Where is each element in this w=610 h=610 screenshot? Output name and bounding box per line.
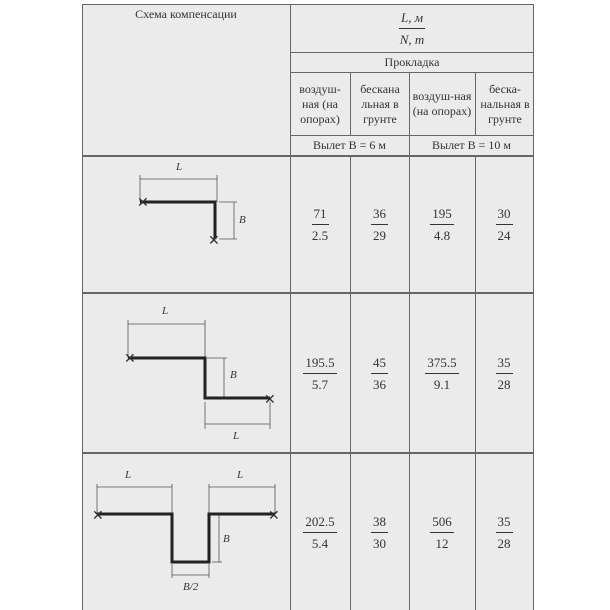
- svg-text:✕: ✕: [137, 196, 149, 211]
- z-shaped-compensator-diagram: ✕ ✕ L B L: [124, 305, 276, 442]
- length-value: 36: [371, 206, 388, 225]
- svg-text:B: B: [230, 369, 237, 381]
- column-header: бескана льная в грунте: [360, 81, 400, 126]
- weight-value: 36: [373, 376, 386, 392]
- svg-text:L: L: [124, 469, 131, 481]
- length-value: 195: [430, 206, 454, 225]
- column-header: воздуш-ная (на опорах): [299, 81, 341, 126]
- weight-value: 24: [497, 228, 511, 243]
- weight-value: 30: [373, 535, 386, 551]
- svg-text:L: L: [236, 469, 243, 481]
- weight-value: 5.4: [311, 535, 329, 551]
- svg-text:B: B: [239, 214, 246, 226]
- weight-value: 9.1: [433, 376, 451, 392]
- scheme-header: Схема компенсации: [135, 6, 237, 21]
- column-header: воздуш-ная (на опорах): [412, 89, 472, 118]
- length-value: 35: [495, 514, 513, 533]
- weight-value: 12: [435, 535, 449, 551]
- u-shaped-compensator-diagram: ✕ ✕ L L B B/2: [92, 469, 280, 593]
- length-value: 375.5: [425, 355, 459, 374]
- l-shaped-compensator-diagram: ✕ ✕ L B: [137, 161, 246, 249]
- value-cell: 375.5 9.1: [409, 294, 475, 452]
- length-value: 195.5: [303, 355, 337, 374]
- outreach-10: Вылет B = 10 м: [432, 137, 511, 152]
- svg-text:L: L: [175, 161, 182, 173]
- weight-value: 2.5: [311, 228, 329, 243]
- length-value: 38: [371, 514, 388, 533]
- length-value: 30: [495, 206, 513, 225]
- weight-value: 5.7: [311, 376, 329, 392]
- svg-text:✕: ✕: [208, 234, 220, 249]
- svg-text:✕: ✕: [124, 352, 136, 367]
- length-value: 71: [311, 206, 329, 225]
- svg-text:✕: ✕: [92, 509, 104, 524]
- weight-value: 29: [373, 228, 386, 243]
- laying-header: Прокладка: [384, 54, 440, 69]
- weight-value: 28: [497, 535, 511, 551]
- column-header: беска-нальная в грунте: [480, 81, 530, 126]
- svg-text:B/2: B/2: [183, 581, 199, 593]
- value-cell: 195.5 5.7: [290, 294, 350, 452]
- svg-text:L: L: [232, 430, 239, 442]
- weight-value: 28: [497, 376, 511, 392]
- svg-text:B: B: [223, 533, 230, 545]
- svg-text:✕: ✕: [268, 509, 280, 524]
- length-value: 45: [371, 355, 388, 374]
- length-value: 506: [430, 514, 454, 533]
- weight-value: 4.8: [433, 228, 451, 243]
- outreach-6: Вылет B = 6 м: [313, 137, 386, 152]
- svg-text:L: L: [161, 305, 168, 317]
- length-value: 202.5: [303, 514, 337, 533]
- value-cell: 202.5 5.4: [290, 454, 350, 610]
- svg-text:✕: ✕: [264, 393, 276, 408]
- length-value: 35: [495, 355, 513, 374]
